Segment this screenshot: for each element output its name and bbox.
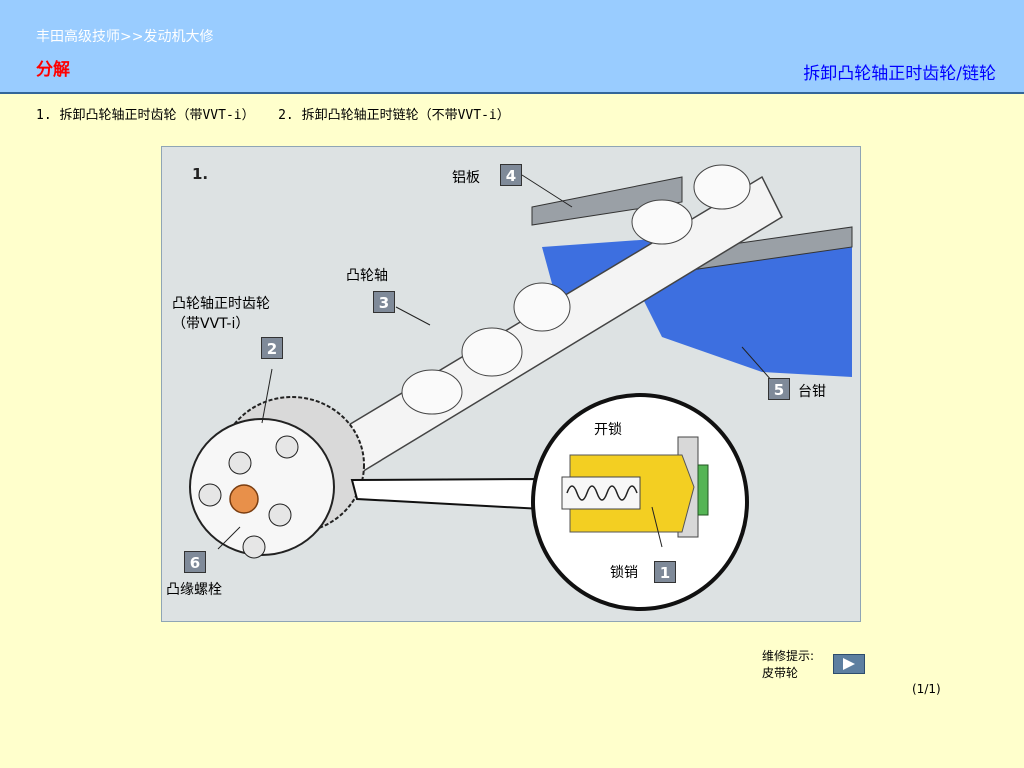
lock-pin-spring bbox=[566, 485, 638, 501]
tip-play-button[interactable] bbox=[833, 654, 865, 674]
gear-bolt bbox=[242, 535, 266, 559]
leader-line bbox=[261, 368, 273, 424]
step-2: 2. 拆卸凸轮轴正时链轮（不带VVT-i） bbox=[278, 108, 510, 123]
illustration-drawing bbox=[189, 164, 853, 611]
service-tip: 维修提示: 皮带轮 bbox=[762, 648, 814, 682]
callout-6-number: 6 bbox=[184, 551, 206, 573]
breadcrumb: 丰田高级技师>>发动机大修 bbox=[36, 29, 214, 45]
leader-line bbox=[741, 346, 773, 382]
callout-6-label: 凸缘螺栓 bbox=[166, 582, 222, 598]
camshaft-illustration: 1. 铝板 4 凸轮轴 3 凸轮轴正时齿轮 （带VVT-i） 2 5 台钳 开锁… bbox=[161, 146, 861, 622]
vise-right-jaw bbox=[642, 242, 852, 377]
cam-lobe bbox=[401, 369, 463, 415]
callout-4-label: 铝板 bbox=[452, 170, 480, 186]
callout-1-number: 1 bbox=[654, 561, 676, 583]
header-bar: 丰田高级技师>>发动机大修 分解 拆卸凸轮轴正时齿轮/链轮 bbox=[0, 0, 1024, 94]
callout-5-label: 台钳 bbox=[798, 384, 826, 400]
play-icon bbox=[843, 658, 855, 670]
step-list: 1. 拆卸凸轮轴正时齿轮（带VVT-i） 2. 拆卸凸轮轴正时链轮（不带VVT-… bbox=[36, 104, 510, 123]
callout-5-number: 5 bbox=[768, 378, 790, 400]
inset-green-part bbox=[697, 464, 709, 516]
lock-pin-spring-bay bbox=[561, 476, 641, 510]
step-1: 1. 拆卸凸轮轴正时齿轮（带VVT-i） bbox=[36, 108, 255, 123]
gear-bolt bbox=[275, 435, 299, 459]
callout-4-number: 4 bbox=[500, 164, 522, 186]
leader-line bbox=[217, 526, 241, 550]
flange-bolt bbox=[229, 484, 259, 514]
aluminum-plate-left bbox=[531, 176, 683, 226]
cam-lobe bbox=[631, 199, 693, 245]
callout-2-label: 凸轮轴正时齿轮 bbox=[172, 296, 270, 312]
page-title: 拆卸凸轮轴正时齿轮/链轮 bbox=[803, 64, 996, 84]
figure-number: 1. bbox=[192, 165, 209, 183]
cam-lobe bbox=[513, 282, 571, 332]
gear-bolt bbox=[268, 503, 292, 527]
leader-line bbox=[521, 174, 573, 208]
cam-lobe bbox=[461, 327, 523, 377]
page-indicator: (1/1) bbox=[912, 682, 941, 696]
inset-connector bbox=[350, 477, 543, 511]
callout-1-label: 锁销 bbox=[610, 565, 638, 581]
callout-3-number: 3 bbox=[373, 291, 395, 313]
section-label: 分解 bbox=[36, 60, 70, 80]
cam-lobe bbox=[693, 164, 751, 210]
gear-bolt bbox=[198, 483, 222, 507]
service-tip-heading: 维修提示: bbox=[762, 649, 815, 663]
callout-2-number: 2 bbox=[261, 337, 283, 359]
service-tip-topic: 皮带轮 bbox=[762, 666, 799, 680]
callout-2-sublabel: （带VVT-i） bbox=[172, 316, 250, 332]
inset-unlock-label: 开锁 bbox=[594, 422, 622, 438]
callout-3-label: 凸轮轴 bbox=[346, 268, 388, 284]
leader-line bbox=[651, 506, 663, 548]
leader-line bbox=[395, 306, 431, 326]
gear-bolt bbox=[228, 451, 252, 475]
